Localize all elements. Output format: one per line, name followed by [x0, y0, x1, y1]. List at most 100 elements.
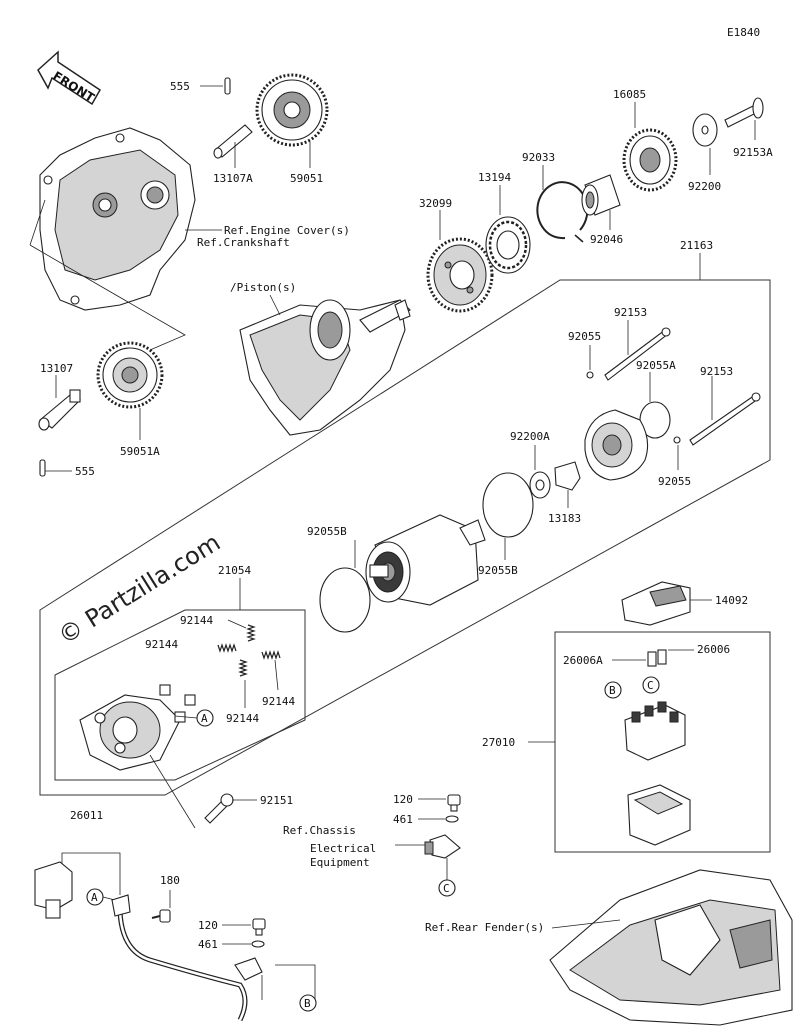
starter-motor-assembly-frame — [39, 279, 771, 796]
label-21054: 21054 — [218, 564, 251, 577]
label-92055-upper: 92055 — [568, 330, 601, 343]
spring-92144-b — [217, 643, 237, 653]
label-92151: 92151 — [260, 794, 293, 807]
washer-461-lower — [251, 940, 265, 948]
bolt-92151 — [204, 793, 234, 824]
callout-C-relay — [642, 676, 660, 694]
idler-gear-59051A — [96, 341, 164, 409]
rear-fender-reference — [549, 869, 793, 1026]
label-180: 180 — [160, 874, 180, 887]
label-16085: 16085 — [613, 88, 646, 101]
ref-engine-cover-label: Ref.Engine Cover(s) — [224, 224, 350, 237]
diagram-code: E1840 — [727, 26, 760, 39]
spring-92144-a — [246, 624, 256, 642]
label-555-bottom: 555 — [75, 465, 95, 478]
label-92055B-left: 92055B — [307, 525, 347, 538]
label-26011: 26011 — [70, 809, 103, 822]
ref-rear-fender-label: Ref.Rear Fender(s) — [425, 921, 544, 934]
relay-assembly-frame — [554, 631, 771, 853]
label-92055-lower: 92055 — [658, 475, 691, 488]
label-92144-a: 92144 — [180, 614, 213, 627]
engine-cover — [39, 127, 196, 311]
needle-bearing-92046 — [581, 174, 621, 216]
label-120-upper: 120 — [393, 793, 413, 806]
callout-A-cable-label: A — [91, 891, 98, 904]
callout-B-cable-label: B — [304, 997, 311, 1010]
o-ring-92055B-right — [482, 472, 534, 538]
callout-B-relay — [604, 681, 622, 699]
label-92144-b: 92144 — [145, 638, 178, 651]
ref-chassis-label-3: Equipment — [310, 856, 370, 869]
o-ring-92055-lower — [673, 436, 681, 444]
cable-terminal-boot — [34, 861, 73, 919]
circlip-92033 — [536, 181, 589, 243]
label-92055A: 92055A — [636, 359, 676, 372]
brush-holder — [79, 684, 196, 771]
spring-92144-d — [261, 650, 281, 660]
label-92200: 92200 — [688, 180, 721, 193]
label-92144-d: 92144 — [262, 695, 295, 708]
label-21163: 21163 — [680, 239, 713, 252]
chassis-bracket — [424, 834, 461, 859]
shaft-13107 — [38, 389, 81, 431]
o-ring-92055B-left — [319, 567, 371, 633]
callout-A-starter-label: A — [201, 712, 208, 725]
callout-C-relay-label: C — [647, 679, 654, 692]
relay-cover-14092 — [621, 581, 691, 626]
callout-C-chassis-label: C — [443, 882, 450, 895]
label-461-lower: 461 — [198, 938, 218, 951]
bolt-92153-upper — [604, 329, 669, 381]
dowel-pin-555-top — [224, 77, 231, 95]
label-555-top: 555 — [170, 80, 190, 93]
callout-B-relay-label: B — [609, 684, 616, 697]
label-27010: 27010 — [482, 736, 515, 749]
label-13183: 13183 — [548, 512, 581, 525]
crankshaft-reference — [239, 299, 411, 436]
ref-crankshaft-label-1: Ref.Crankshaft — [197, 236, 290, 249]
starter-motor-body — [365, 514, 486, 606]
label-13107A: 13107A — [213, 172, 253, 185]
one-way-clutch-13194 — [485, 216, 531, 274]
bolt-120-upper — [447, 794, 461, 812]
label-13107: 13107 — [40, 362, 73, 375]
plate-13183 — [554, 461, 581, 491]
bolt-92153A — [724, 97, 764, 128]
label-92153A: 92153A — [733, 146, 773, 159]
front-arrow-icon: FRONT — [37, 50, 101, 105]
dowel-pin-555-bottom — [39, 459, 46, 477]
ref-chassis-label-2: Electrical — [310, 842, 376, 855]
bolt-180 — [151, 909, 171, 923]
o-ring-92055-upper — [586, 371, 594, 379]
callout-B-cable — [299, 994, 317, 1012]
label-59051: 59051 — [290, 172, 323, 185]
starter-end-cover — [584, 409, 649, 481]
starter-cable — [117, 899, 248, 1022]
label-92144-c: 92144 — [226, 712, 259, 725]
relay-rubber-boot — [627, 784, 691, 846]
ref-chassis-label-1: Ref.Chassis — [283, 824, 356, 837]
ref-crankshaft-label-2: /Piston(s) — [230, 281, 296, 294]
shaft-13107A — [213, 124, 253, 159]
label-92153-lower: 92153 — [700, 365, 733, 378]
callout-C-chassis — [438, 879, 456, 897]
bolt-92153-lower — [689, 394, 759, 446]
brush-holder-frame — [54, 609, 306, 781]
spring-92144-c — [238, 659, 248, 677]
label-92033: 92033 — [522, 151, 555, 164]
label-92055B-right: 92055B — [478, 564, 518, 577]
label-461-upper: 461 — [393, 813, 413, 826]
washer-92200 — [692, 113, 718, 147]
gear-16085 — [622, 128, 678, 192]
bolt-120-lower — [252, 918, 266, 936]
fuse-26006 — [647, 649, 667, 667]
label-14092: 14092 — [715, 594, 748, 607]
label-92046: 92046 — [590, 233, 623, 246]
label-120-lower: 120 — [198, 919, 218, 932]
label-59051A: 59051A — [120, 445, 160, 458]
label-13194: 13194 — [478, 171, 511, 184]
starter-relay-27010 — [624, 701, 686, 761]
label-92200A: 92200A — [510, 430, 550, 443]
washer-461-upper — [445, 815, 459, 823]
label-92153-upper: 92153 — [614, 306, 647, 319]
